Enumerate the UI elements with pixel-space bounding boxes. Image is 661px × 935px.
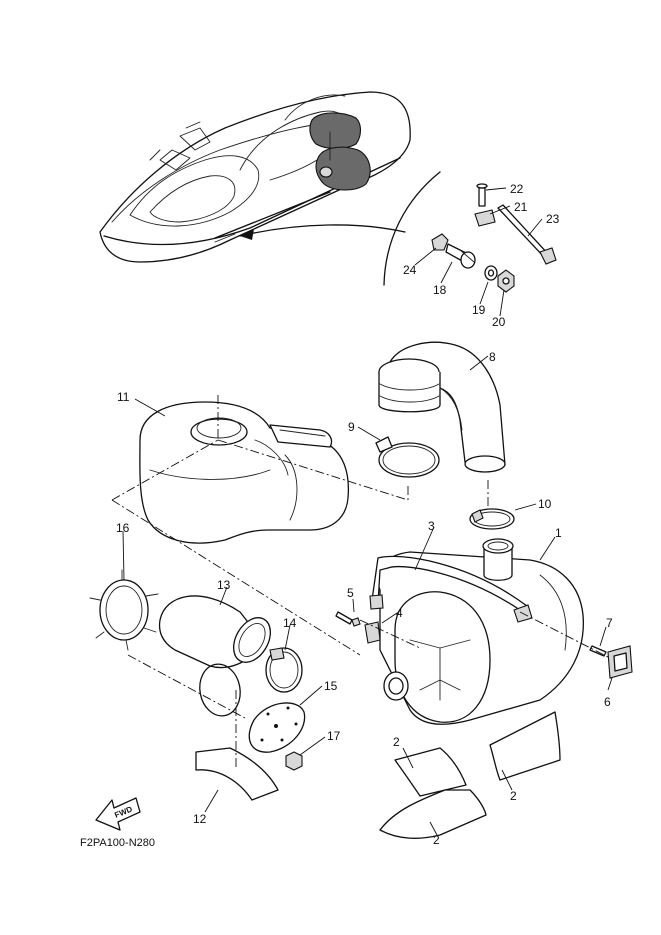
callout-20: 20 <box>492 315 506 329</box>
centerline <box>111 395 409 501</box>
callout-7: 7 <box>606 616 613 630</box>
exhaust-pipe-part <box>378 341 506 473</box>
callout-6: 6 <box>604 695 611 709</box>
nut-17 <box>285 751 303 771</box>
pad-12 <box>195 747 279 801</box>
callout-8: 8 <box>489 350 496 364</box>
callout-9: 9 <box>348 420 355 434</box>
hose-clamp-14 <box>265 647 303 693</box>
callout-12: 12 <box>193 812 207 826</box>
callout-numbers: 8 9 10 1 3 11 16 13 14 15 17 12 5 4 7 6 … <box>116 182 613 847</box>
water-lock-part <box>139 401 350 544</box>
callout-2-c: 2 <box>510 789 517 803</box>
callout-24: 24 <box>403 263 417 277</box>
callout-16: 16 <box>116 521 130 535</box>
hose-clamp-10 <box>469 508 515 530</box>
rubber-hose-13 <box>158 595 271 717</box>
watercraft-illustration <box>99 91 411 263</box>
callout-15: 15 <box>324 679 338 693</box>
callout-18: 18 <box>433 283 447 297</box>
centerline <box>407 480 489 508</box>
plate-6-and-screw-7 <box>589 645 633 679</box>
small-parts-group <box>431 183 557 293</box>
callout-11: 11 <box>117 390 130 404</box>
hose-clamp-9 <box>375 436 440 478</box>
bracket-4-and-rivet-5 <box>335 611 381 644</box>
drawing-code: F2PA100-N280 <box>80 837 155 849</box>
centerline <box>111 499 361 768</box>
callout-3: 3 <box>428 519 435 533</box>
callout-4: 4 <box>396 606 403 620</box>
fwd-arrow-icon: FWD <box>95 797 141 831</box>
callout-2-b: 2 <box>433 833 440 847</box>
plate-15 <box>248 702 306 753</box>
callout-1: 1 <box>555 526 562 540</box>
callout-17: 17 <box>327 729 341 743</box>
callout-14: 14 <box>283 616 297 630</box>
callout-10: 10 <box>538 497 552 511</box>
muffler-part <box>377 538 585 725</box>
callout-22: 22 <box>510 182 524 196</box>
detail-bracket <box>383 171 441 286</box>
callout-13: 13 <box>217 578 231 592</box>
callout-19: 19 <box>472 303 486 317</box>
callout-2-a: 2 <box>393 735 400 749</box>
leader-lines <box>122 187 613 836</box>
callout-23: 23 <box>546 212 560 226</box>
pads-2 <box>379 711 561 839</box>
callout-21: 21 <box>514 200 528 214</box>
callout-5: 5 <box>347 586 354 600</box>
centerline <box>359 611 611 659</box>
mounting-ring-16 <box>89 569 159 651</box>
